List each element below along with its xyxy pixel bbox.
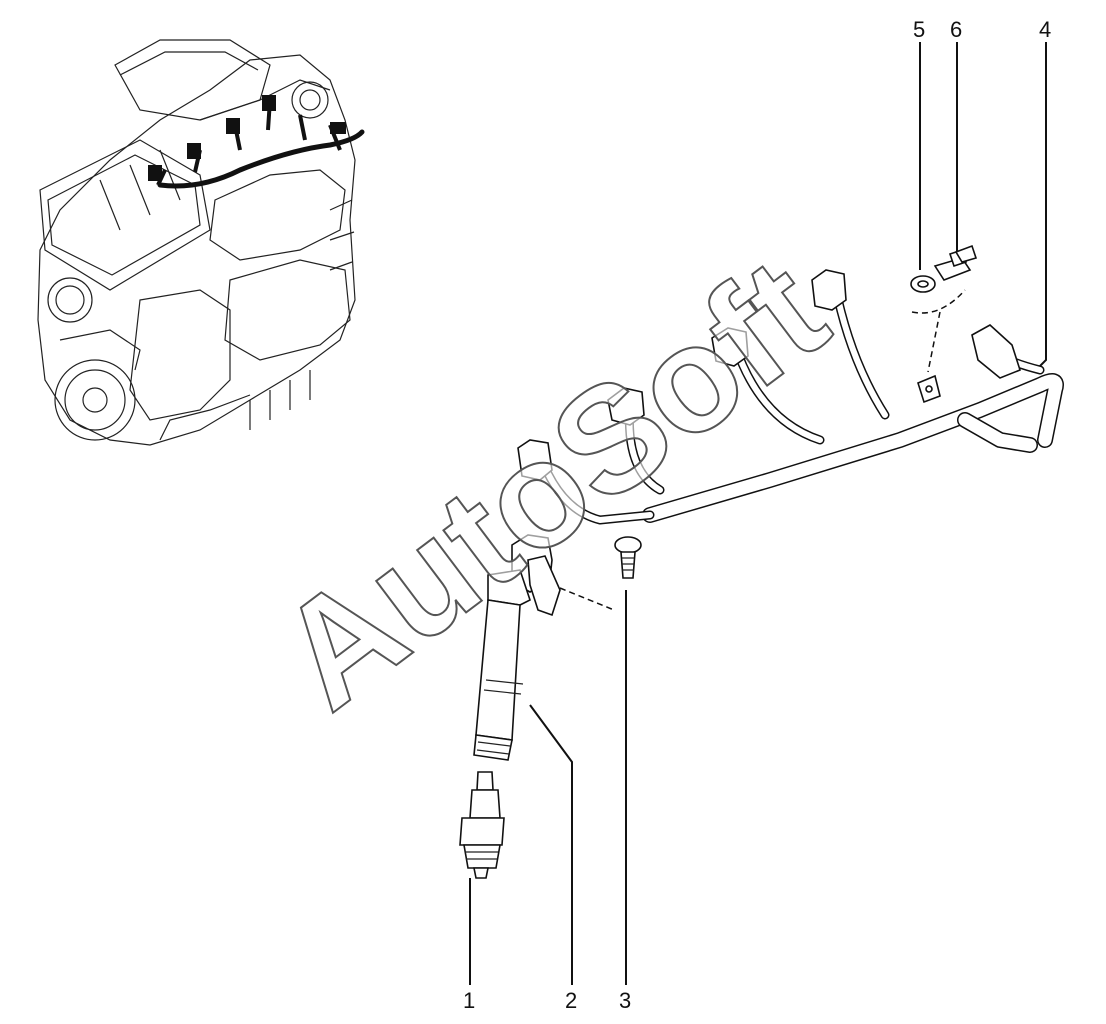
callout-2: 2: [565, 988, 577, 1013]
leader-lines: [469, 42, 1047, 985]
spark-plug-part: [459, 771, 505, 879]
callout-1: 1: [463, 988, 475, 1013]
engine-overview-illustration: [37, 39, 365, 446]
callout-3: 3: [619, 988, 631, 1013]
ignition-coil-part: [473, 534, 561, 761]
callout-4: 4: [1039, 17, 1051, 42]
ignition-harness: [517, 269, 1064, 525]
callout-6: 6: [950, 17, 962, 42]
flange-bolt-part: [933, 244, 978, 281]
washer-part: [910, 275, 936, 293]
coil-mounting-screw-part: [614, 536, 642, 579]
callout-5: 5: [913, 17, 925, 42]
